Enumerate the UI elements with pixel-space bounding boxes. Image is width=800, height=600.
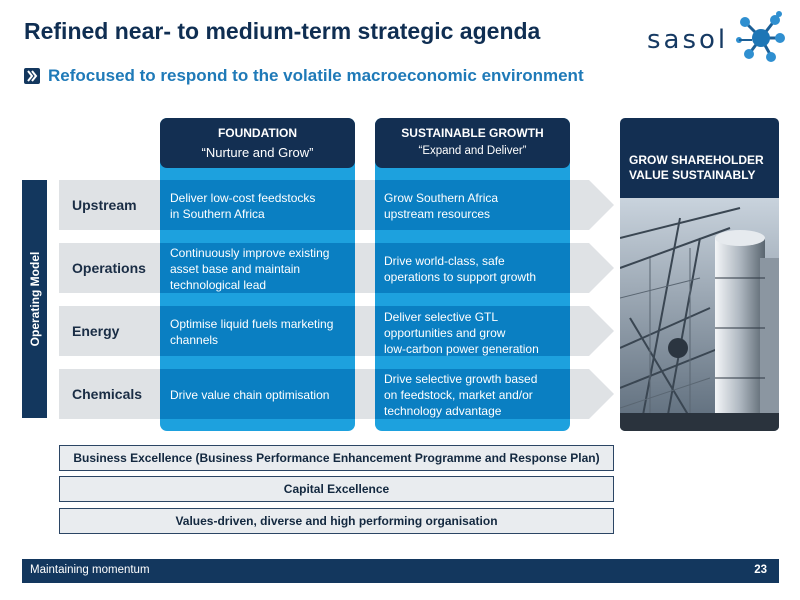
grow-shareholder-title: GROW SHAREHOLDER VALUE SUSTAINABLY [629, 153, 764, 182]
sustainable-growth-heading: SUSTAINABLE GROWTH [401, 126, 544, 140]
growth-band-operations [375, 243, 570, 293]
business-excellence-box: Business Excellence (Business Performanc… [59, 445, 614, 471]
logo-wordmark: sasol [647, 25, 729, 55]
row-label-energy: Energy [72, 323, 120, 339]
foundation-heading: FOUNDATION [217, 126, 298, 140]
sustainable-growth-header: SUSTAINABLE GROWTH “Expand and Deliver” [375, 118, 570, 168]
foundation-header: FOUNDATION “Nurture and Grow” [160, 118, 355, 168]
growth-band-chemicals [375, 369, 570, 419]
slide-subtitle: Refocused to respond to the volatile mac… [48, 66, 584, 85]
foundation-cell-chemicals: Drive value chain optimisation [170, 388, 330, 402]
foundation-band-chemicals [160, 369, 355, 419]
slide-title: Refined near- to medium-term strategic a… [24, 18, 541, 44]
footer-text: Maintaining momentum [30, 564, 150, 576]
growth-band-upstream [375, 180, 570, 230]
row-label-chemicals: Chemicals [72, 386, 143, 402]
row-label-upstream: Upstream [72, 197, 137, 213]
grow-shareholder-panel: GROW SHAREHOLDER VALUE SUSTAINABLY [620, 118, 779, 431]
operating-model-bar: Operating Model [22, 180, 47, 418]
footer-bar: Maintaining momentum 23 [22, 559, 779, 583]
capital-excellence-box: Capital Excellence [59, 476, 614, 502]
foundation-tagline: “Nurture and Grow” [201, 145, 314, 160]
chevron-right-icon [24, 68, 40, 84]
foundation-column: FOUNDATION “Nurture and Grow” [160, 118, 355, 431]
foundation-band-operations [160, 243, 355, 293]
foundation-band-upstream [160, 180, 355, 230]
page-number: 23 [754, 564, 767, 576]
foundation-band-energy [160, 306, 355, 356]
growth-band-energy [375, 306, 570, 356]
industrial-plant-photo [620, 198, 779, 431]
sustainable-growth-column: SUSTAINABLE GROWTH “Expand and Deliver” [375, 118, 570, 431]
operating-model-label: Operating Model [27, 251, 42, 347]
values-driven-box: Values-driven, diverse and high performi… [59, 508, 614, 534]
sustainable-growth-tagline: “Expand and Deliver” [418, 145, 527, 157]
sasol-logo: sasol [647, 10, 787, 66]
row-label-operations: Operations [72, 260, 146, 276]
molecule-logo-icon [736, 11, 785, 62]
